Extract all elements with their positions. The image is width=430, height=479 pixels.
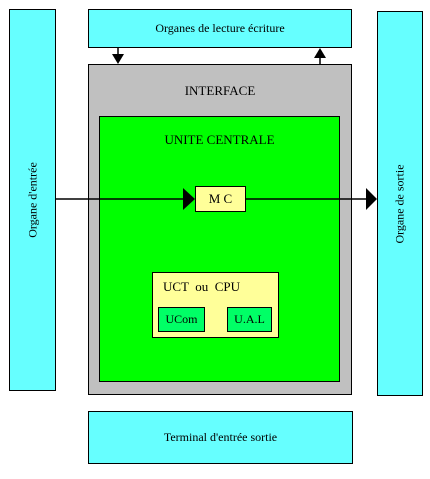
arrowhead-up xyxy=(314,48,326,58)
alu-box: U.A.L xyxy=(227,307,272,332)
alu-label: U.A.L xyxy=(234,312,265,326)
arrowhead-into-memory xyxy=(183,188,195,210)
central-unit-label: UNITE CENTRALE xyxy=(164,132,275,147)
terminal-box: Terminal d'entrée sortie xyxy=(88,411,353,464)
arrowhead-down xyxy=(112,54,124,64)
central-memory-box: M C xyxy=(195,186,246,212)
read-write-organs-box: Organes de lecture écriture xyxy=(88,9,352,48)
arrowhead-into-output xyxy=(366,188,377,210)
input-organ-box: Organe d'entrée xyxy=(9,9,56,391)
read-write-organs-label: Organes de lecture écriture xyxy=(155,21,285,35)
control-unit-box: UCom xyxy=(158,307,205,332)
terminal-label: Terminal d'entrée sortie xyxy=(163,430,278,444)
central-memory-label: M C xyxy=(208,191,233,206)
interface-label: INTERFACE xyxy=(184,83,256,98)
control-unit-label: UCom xyxy=(165,312,198,326)
central-unit-box: UNITE CENTRALE xyxy=(99,116,340,382)
cpu-label: UCT ou CPU xyxy=(163,279,241,294)
output-organ-box: Organe de sortie xyxy=(377,11,423,396)
